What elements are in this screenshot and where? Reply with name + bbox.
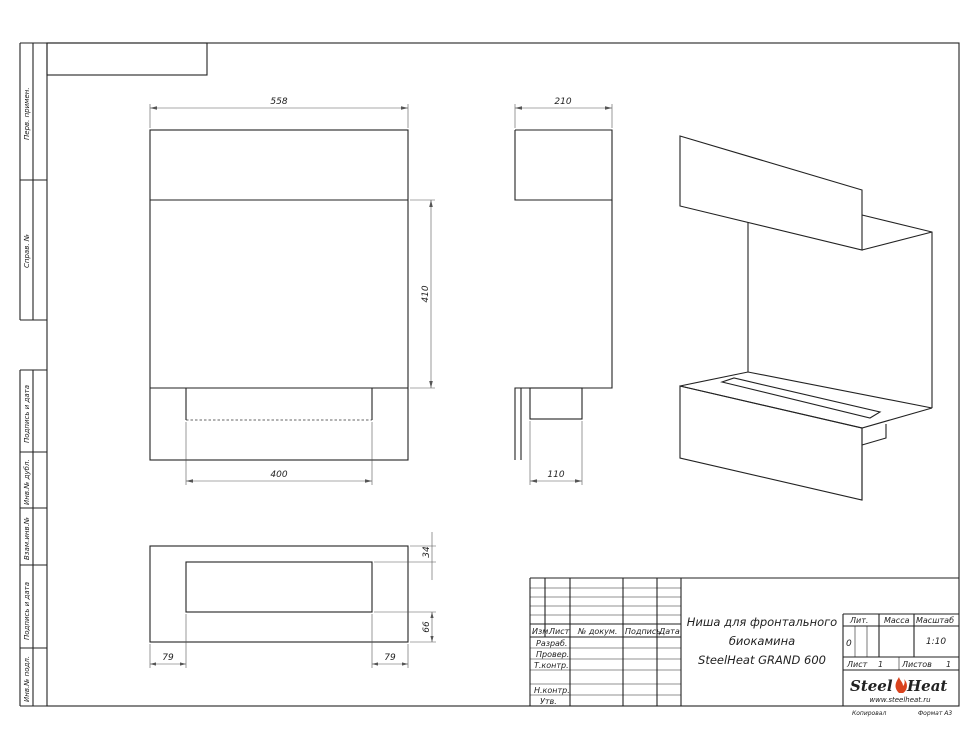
tb-utv: Утв. — [540, 697, 557, 706]
dim-front-opening: 400 — [270, 470, 287, 480]
tb-listov-label: Листов — [901, 660, 932, 669]
tb-col-list: Лист — [548, 627, 570, 636]
dim-front-height: 410 — [421, 285, 431, 302]
logo-word-heat: Heat — [906, 677, 947, 695]
title-block: Изм. Лист № докум. Подпись Дата Разраб. … — [529, 577, 959, 706]
dim-top-side-right: 79 — [384, 653, 396, 663]
dim-side-bottom: 110 — [547, 470, 564, 480]
isometric-view — [679, 135, 933, 501]
tb-lit-label: Лит. — [849, 616, 868, 625]
stamp-podpis-data-1: Подпись и дата — [23, 385, 31, 443]
stamp-podpis-data-2: Подпись и дата — [23, 582, 31, 640]
dim-side-depth: 210 — [554, 97, 571, 107]
logo-word-steel: Steel — [850, 677, 893, 695]
tb-format: Формат А3 — [918, 710, 952, 717]
sheet-border — [46, 42, 960, 707]
tb-razrab: Разраб. — [536, 639, 567, 648]
stamp-sprav: Справ. № — [23, 234, 31, 268]
side-stamp: Перв. примен. Справ. № Подпись и дата Ин… — [19, 42, 47, 707]
side-view: 210 110 — [514, 97, 613, 485]
tb-list-label: Лист — [846, 660, 868, 669]
stamp-inv-podl: Инв.№ подл. — [23, 656, 31, 702]
tb-col-docum: № докум. — [577, 627, 617, 636]
dim-top-depth-2: 66 — [422, 621, 432, 633]
tb-nkontr: Н.контр. — [534, 686, 570, 695]
tb-massa-label: Масса — [884, 616, 910, 625]
stamp-vzam-inv: Взам.инв.№ — [23, 517, 31, 560]
dim-front-width: 558 — [270, 97, 287, 107]
front-view: 558 410 400 — [149, 97, 435, 485]
dim-top-depth-1: 34 — [422, 546, 432, 558]
top-left-stamp-box — [46, 42, 208, 76]
logo-flame-icon — [895, 677, 907, 693]
tb-tkontr: Т.контр. — [534, 661, 569, 670]
tb-title-line2: биокамина — [729, 634, 795, 648]
tb-col-data: Дата — [658, 627, 680, 636]
tb-col-podpis: Подпись — [625, 627, 661, 636]
tb-title-line3: SteelHeat GRAND 600 — [698, 653, 826, 667]
tb-col-izm: Изм. — [532, 627, 551, 636]
tb-kopiroval: Копировал — [852, 710, 886, 717]
tb-masshtab-label: Масштаб — [916, 616, 954, 625]
tb-title-line1: Ниша для фронтального — [687, 615, 837, 629]
tb-listov-value: 1 — [946, 660, 951, 669]
dim-top-side-left: 79 — [162, 653, 174, 663]
stamp-perv-primen: Перв. примен. — [23, 87, 31, 140]
tb-prover: Провер. — [536, 650, 569, 659]
tb-lit-value: 0 — [846, 639, 852, 649]
top-view: 79 79 34 66 — [149, 532, 436, 668]
tb-list-value: 1 — [878, 660, 883, 669]
stamp-inv-dubl: Инв.№ дубл. — [23, 459, 31, 505]
tb-masshtab-value: 1:10 — [926, 637, 946, 647]
tb-website: www.steelheat.ru — [869, 696, 931, 704]
